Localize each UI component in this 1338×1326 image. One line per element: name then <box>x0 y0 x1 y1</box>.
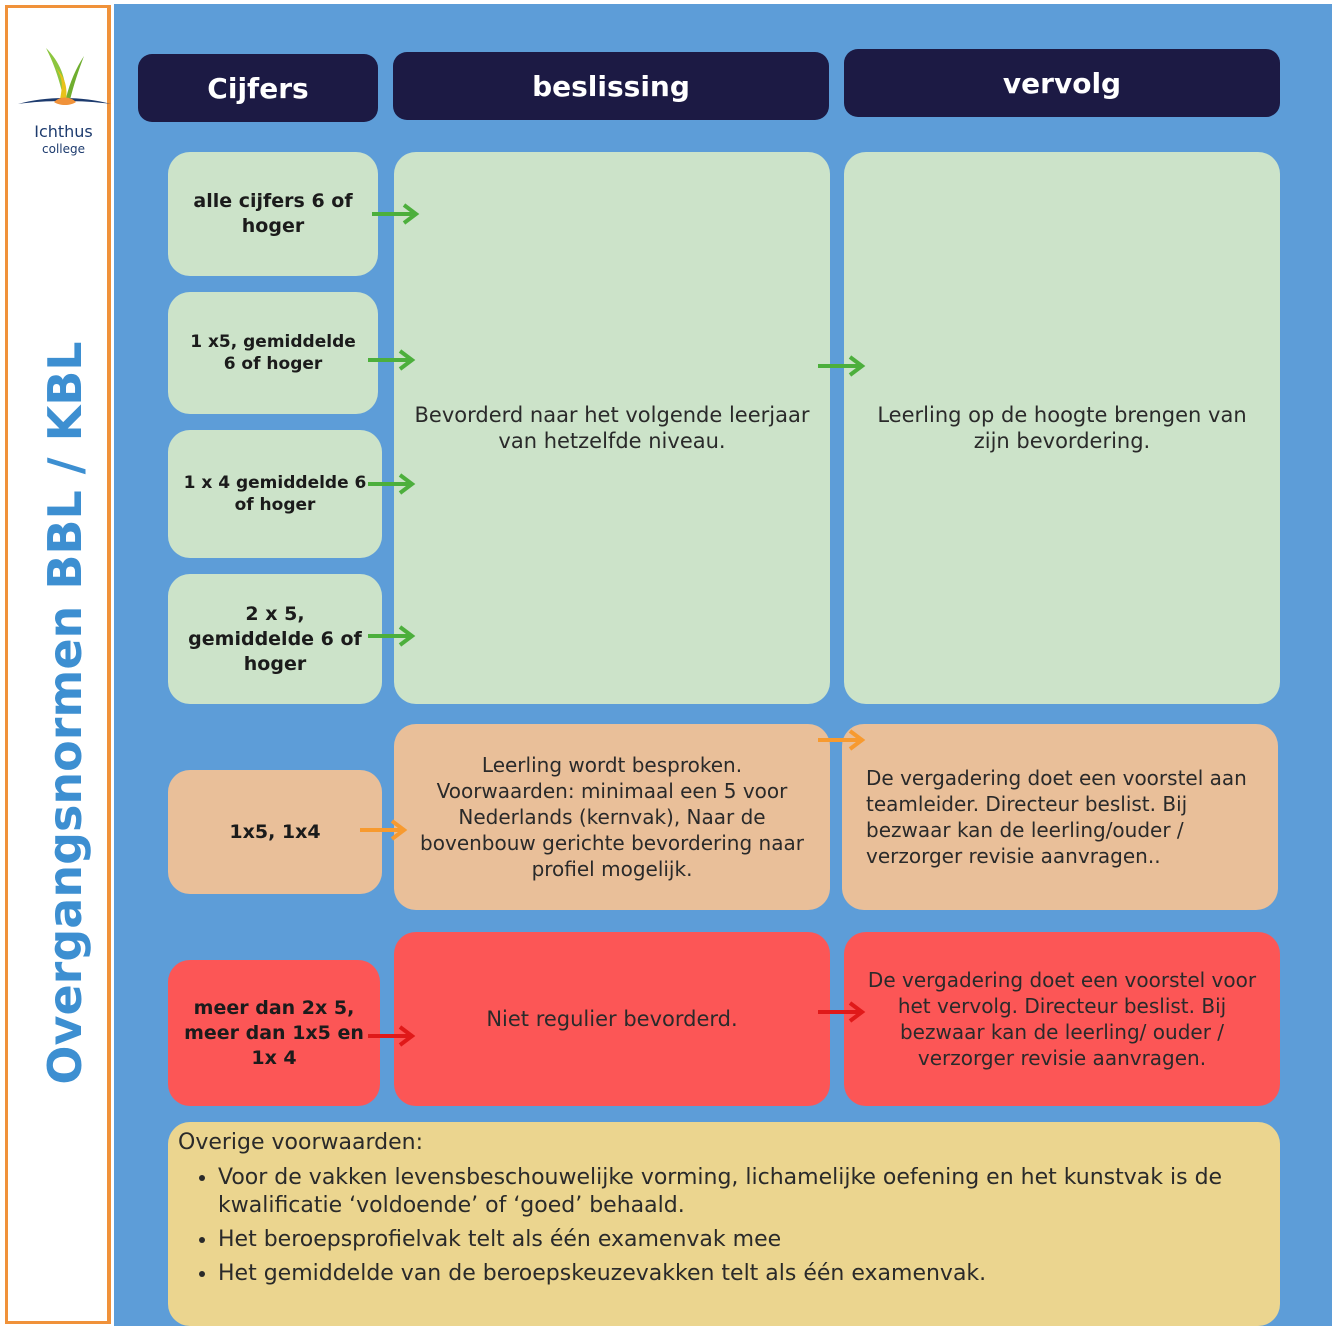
ichthus-logo: Ichthus college <box>16 38 111 168</box>
right-arrow-icon <box>818 355 866 377</box>
grade-box-more-than: meer dan 2x 5, meer dan 1x5 en 1x 4 <box>168 960 380 1106</box>
condition-item: Het gemiddelde van de beroepskeuzevakken… <box>218 1260 1278 1288</box>
grade-box-1x4: 1 x 4 gemiddelde 6 of hoger <box>168 430 382 558</box>
right-arrow-icon <box>368 1025 416 1047</box>
followup-proposal-teamleader: De vergadering doet een voorstel aan tea… <box>842 724 1278 910</box>
grade-box-1x5-1x4: 1x5, 1x4 <box>168 770 382 894</box>
right-arrow-icon <box>368 349 416 371</box>
followup-inform: Leerling op de hoogte brengen van zijn b… <box>844 152 1280 704</box>
right-arrow-icon <box>368 473 416 495</box>
condition-item: Het beroepsprofielvak telt als één exame… <box>218 1226 1278 1254</box>
header-cijfers: Cijfers <box>138 54 378 122</box>
right-arrow-icon <box>368 625 416 647</box>
right-arrow-icon <box>818 1001 866 1023</box>
sidebar: Ichthus college Overgangsnormen BBL / KB… <box>5 5 111 1324</box>
ichthus-logo-icon <box>18 48 111 105</box>
right-arrow-icon <box>372 203 420 225</box>
header-vervolg: vervolg <box>844 49 1280 117</box>
decision-promoted: Bevorderd naar het volgende leerjaar van… <box>394 152 830 704</box>
decision-not-promoted: Niet regulier bevorderd. <box>394 932 830 1106</box>
logo-subtitle: college <box>42 142 85 156</box>
side-title: Overgangsnormen BBL / KBL <box>38 341 92 1085</box>
right-arrow-icon <box>360 819 408 841</box>
right-arrow-icon <box>818 729 866 751</box>
condition-item: Voor de vakken levensbeschouwelijke vorm… <box>218 1164 1278 1220</box>
grade-box-2x5: 2 x 5, gemiddelde 6 of hoger <box>168 574 382 704</box>
grade-box-1x5: 1 x5, gemiddelde 6 of hoger <box>168 292 378 414</box>
logo-name: Ichthus <box>34 122 93 141</box>
header-beslissing: beslissing <box>393 52 829 120</box>
followup-proposal-next: De vergadering doet een voorstel voor he… <box>844 932 1280 1106</box>
other-conditions-box: Overige voorwaarden: Voor de vakken leve… <box>168 1122 1280 1326</box>
grade-box-all-6: alle cijfers 6 of hoger <box>168 152 378 276</box>
main-panel: Cijfers beslissing vervolg alle cijfers … <box>114 4 1332 1326</box>
other-conditions-list: Voor de vakken levensbeschouwelijke vorm… <box>190 1164 1278 1294</box>
other-conditions-title: Overige voorwaarden: <box>178 1130 423 1155</box>
decision-discussed: Leerling wordt besproken. Voorwaarden: m… <box>394 724 830 910</box>
